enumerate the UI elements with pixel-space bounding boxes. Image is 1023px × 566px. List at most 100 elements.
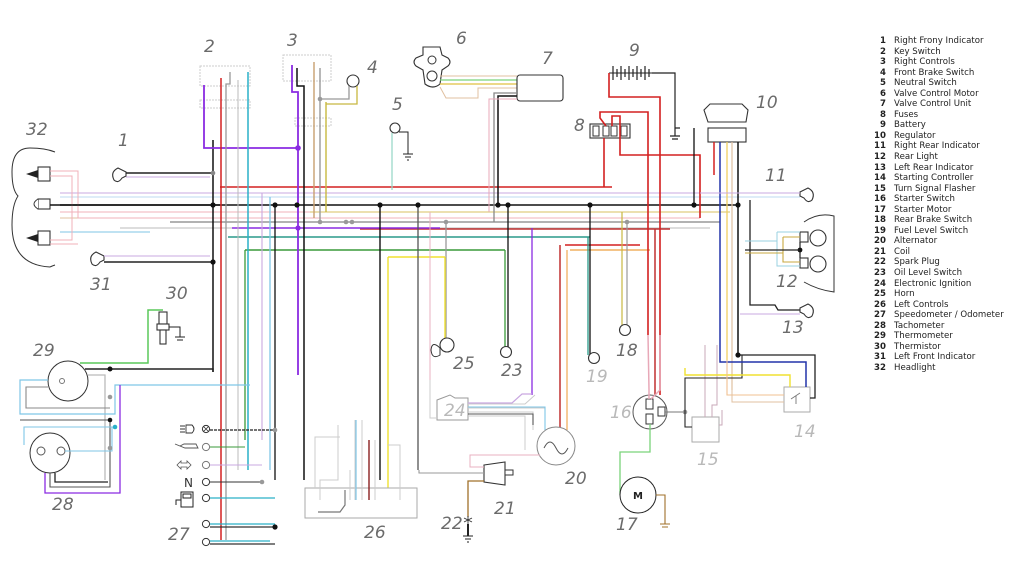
thermistor-30: 30: [80, 284, 188, 364]
valve-wire-tan-2: [439, 86, 517, 99]
speedometer-27: N 27: [168, 424, 278, 547]
rear-light-housing: [803, 214, 835, 293]
lamp-symbol: [201, 460, 211, 470]
legend-label: Front Brake Switch: [894, 67, 975, 78]
regulator-body: [703, 103, 749, 123]
starter-switch-green: [619, 424, 651, 495]
tachometer-purple-wire: [44, 385, 121, 494]
junction-dot: [259, 479, 265, 485]
component-number-12: 12: [776, 272, 798, 292]
junction-dot: [210, 170, 216, 176]
thermometer-gauge: [47, 360, 89, 402]
thermometer-black-wire: [85, 368, 214, 372]
junction-dot: [505, 202, 511, 208]
junction-dot: [735, 352, 741, 358]
junction-dot: [107, 394, 113, 400]
indicator-13-lamp: [799, 303, 814, 319]
horn-body: [439, 337, 455, 353]
ground-symbol: [463, 535, 473, 543]
legend-label: Valve Control Motor: [894, 88, 979, 99]
regulator-connector: [707, 127, 747, 143]
legend-number: 1: [880, 36, 886, 46]
oil-can-icon: [174, 443, 199, 449]
component-number-9: 9: [629, 41, 640, 61]
thermometer-29: 29: [19, 341, 250, 480]
warning-lamp-neutral: N: [184, 476, 262, 490]
key-switch-connector: [199, 99, 251, 109]
thermometer-lightblue: [19, 379, 250, 415]
right-controls-body: [282, 54, 332, 82]
component-number-11: 11: [765, 166, 787, 186]
speedometer-lamp-2: [201, 537, 275, 547]
tachometer-lamp-2: [56, 446, 66, 456]
legend-number: 17: [874, 204, 886, 215]
component-number-22: 22: [441, 514, 463, 534]
legend-number: 29: [874, 331, 886, 342]
right-controls-3: 3: [282, 31, 332, 480]
junction-dot: [317, 219, 323, 225]
legend-label: Tachometer: [894, 320, 945, 331]
tachometer-lightblue-wire: [23, 426, 113, 452]
legend-number: 21: [874, 246, 886, 257]
valve-motor-port: [426, 70, 438, 82]
starter-motor-ground: [656, 494, 670, 528]
starter-switch-coil: [657, 406, 666, 417]
right-front-indicator-1: 1: [112, 131, 213, 183]
legend-label: Regulator: [894, 130, 936, 141]
legend-label: Horn: [894, 289, 915, 300]
starting-controller-tan2: [731, 390, 784, 403]
ignition-dark-wire: [468, 413, 534, 425]
rear-light-socket-1: [799, 231, 809, 243]
coil-grey-wire: [418, 470, 484, 474]
vertical-wires: [244, 193, 656, 500]
rear-light-bulb-1: [809, 229, 827, 247]
coil-21: 21: [418, 454, 540, 519]
junction-dot: [349, 219, 355, 225]
headlight-wires: [50, 170, 700, 245]
junction-dot: [624, 219, 630, 225]
left-controls-body: [304, 487, 418, 519]
component-number-30: 30: [166, 284, 188, 304]
valve-unit-grey-wire: [493, 92, 517, 222]
headlight-bulb-low: [37, 230, 51, 246]
regulator-10: 10: [691, 93, 778, 390]
legend-number: 6: [880, 88, 886, 99]
legend-number: 20: [874, 236, 886, 247]
key-switch-purple-wire: [203, 85, 298, 149]
alternator-20: 20: [536, 426, 587, 489]
junction-dot: [415, 202, 421, 208]
legend-label: Alternator: [894, 236, 938, 247]
spark-plug-22: 22: [441, 480, 484, 543]
starter-switch-term-1: [645, 398, 654, 410]
legend-label: Electronic Ignition: [894, 278, 972, 289]
legend-number: 32: [874, 362, 886, 373]
warning-lamp-headlight: [180, 424, 275, 434]
junction-dot: [317, 96, 323, 102]
fuses-8: 8: [574, 111, 701, 335]
tachometer-lamp-1: [36, 446, 46, 456]
tachometer-28: 28: [20, 385, 121, 515]
legend-label: Starter Switch: [894, 194, 955, 205]
starting-controller-yellow: [684, 368, 791, 387]
component-number-16: 16: [610, 403, 632, 423]
legend-label: Fuses: [894, 109, 919, 120]
legend-number: 27: [874, 310, 886, 321]
battery-red-wire: [608, 73, 661, 395]
legend-label: Starting Controller: [894, 173, 974, 184]
front-brake-switch-body: [346, 74, 360, 88]
legend-number: 10: [874, 130, 886, 141]
front-brake-switch-grey: [320, 86, 350, 100]
legend-label: Thermometer: [894, 331, 953, 342]
legend-number: 7: [880, 99, 886, 110]
valve-control-motor-6: 6: [413, 29, 517, 99]
turn-signal-flasher-15: 15: [684, 345, 743, 470]
legend-label: Right Frony Indicator: [894, 36, 984, 46]
